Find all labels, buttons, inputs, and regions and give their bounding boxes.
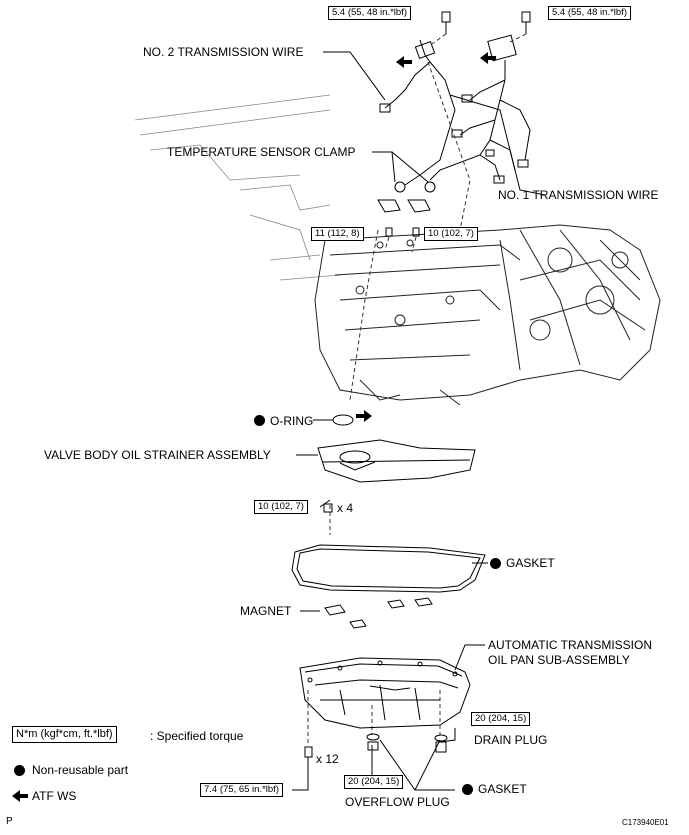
plugs xyxy=(366,733,448,753)
strainer-bolt-qty: x 4 xyxy=(337,501,354,515)
label-o-ring: O-RING xyxy=(270,414,314,428)
legend-nonreusable-dot xyxy=(14,765,25,776)
label-gasket-top: GASKET xyxy=(506,556,555,570)
footer-figure-code: C173940E01 xyxy=(622,818,669,827)
top-bolts xyxy=(385,11,531,237)
transmission-case xyxy=(314,224,661,406)
torque-box-clamp-bolt-left: 11 (112, 8) xyxy=(311,227,364,241)
torque-box-overflow-plug: 20 (204, 15) xyxy=(344,775,404,789)
legend-atf-text: ATF WS xyxy=(32,789,77,803)
label-magnet: MAGNET xyxy=(240,604,292,618)
pan-bolt-qty: x 12 xyxy=(316,752,339,766)
label-oil-pan-line2: OIL PAN SUB-ASSEMBLY xyxy=(488,653,630,667)
torque-box-wire2-bolt: 5.4 (55, 48 in.*lbf) xyxy=(328,6,411,20)
oil-strainer xyxy=(317,439,476,483)
footer-page-mark: P xyxy=(6,816,13,827)
strainer-bolt xyxy=(323,503,333,513)
alignment-lines xyxy=(307,33,527,745)
label-oil-strainer: VALVE BODY OIL STRAINER ASSEMBLY xyxy=(44,448,271,462)
torque-box-wire1-bolt: 5.4 (55, 48 in.*lbf) xyxy=(548,6,631,20)
torque-box-pan-bolt: 7.4 (75, 65 in.*lbf) xyxy=(200,783,283,797)
label-no2-transmission-wire: NO. 2 TRANSMISSION WIRE xyxy=(143,45,304,59)
temperature-sensor-clamps xyxy=(377,181,436,213)
legend-nonreusable-text: Non-reusable part xyxy=(32,763,129,777)
no2-wire-harness xyxy=(379,39,456,186)
magnets xyxy=(324,597,433,629)
label-temperature-sensor-clamp: TEMPERATURE SENSOR CLAMP xyxy=(167,145,356,159)
atf-arrows xyxy=(356,52,496,422)
oil-pan xyxy=(299,657,471,729)
torque-box-drain-plug: 20 (204, 15) xyxy=(471,712,531,726)
oil-pan-gasket xyxy=(291,544,486,593)
legend-torque-text: : Specified torque xyxy=(150,729,244,743)
pan-bolt xyxy=(304,746,313,758)
label-no1-transmission-wire: NO. 1 TRANSMISSION WIRE xyxy=(498,188,659,202)
label-gasket-bottom: GASKET xyxy=(478,782,527,796)
nonreusable-marker-oring xyxy=(254,415,265,426)
nonreusable-marker-plug-gasket xyxy=(462,784,473,795)
background-outline xyxy=(134,94,341,281)
o-ring xyxy=(332,414,354,426)
nonreusable-marker-gasket xyxy=(490,558,501,569)
label-drain-plug: DRAIN PLUG xyxy=(474,733,548,747)
leader-lines xyxy=(292,51,546,791)
torque-box-strainer-bolt: 10 (102, 7) xyxy=(254,500,308,514)
legend-torque-box: N*m (kgf*cm, ft.*lbf) xyxy=(12,726,117,743)
label-overflow-plug: OVERFLOW PLUG xyxy=(345,795,450,809)
label-oil-pan-line1: AUTOMATIC TRANSMISSION xyxy=(488,638,653,652)
torque-box-clamp-bolt-right: 10 (102, 7) xyxy=(424,227,478,241)
legend-atf-arrow-icon xyxy=(12,790,28,802)
